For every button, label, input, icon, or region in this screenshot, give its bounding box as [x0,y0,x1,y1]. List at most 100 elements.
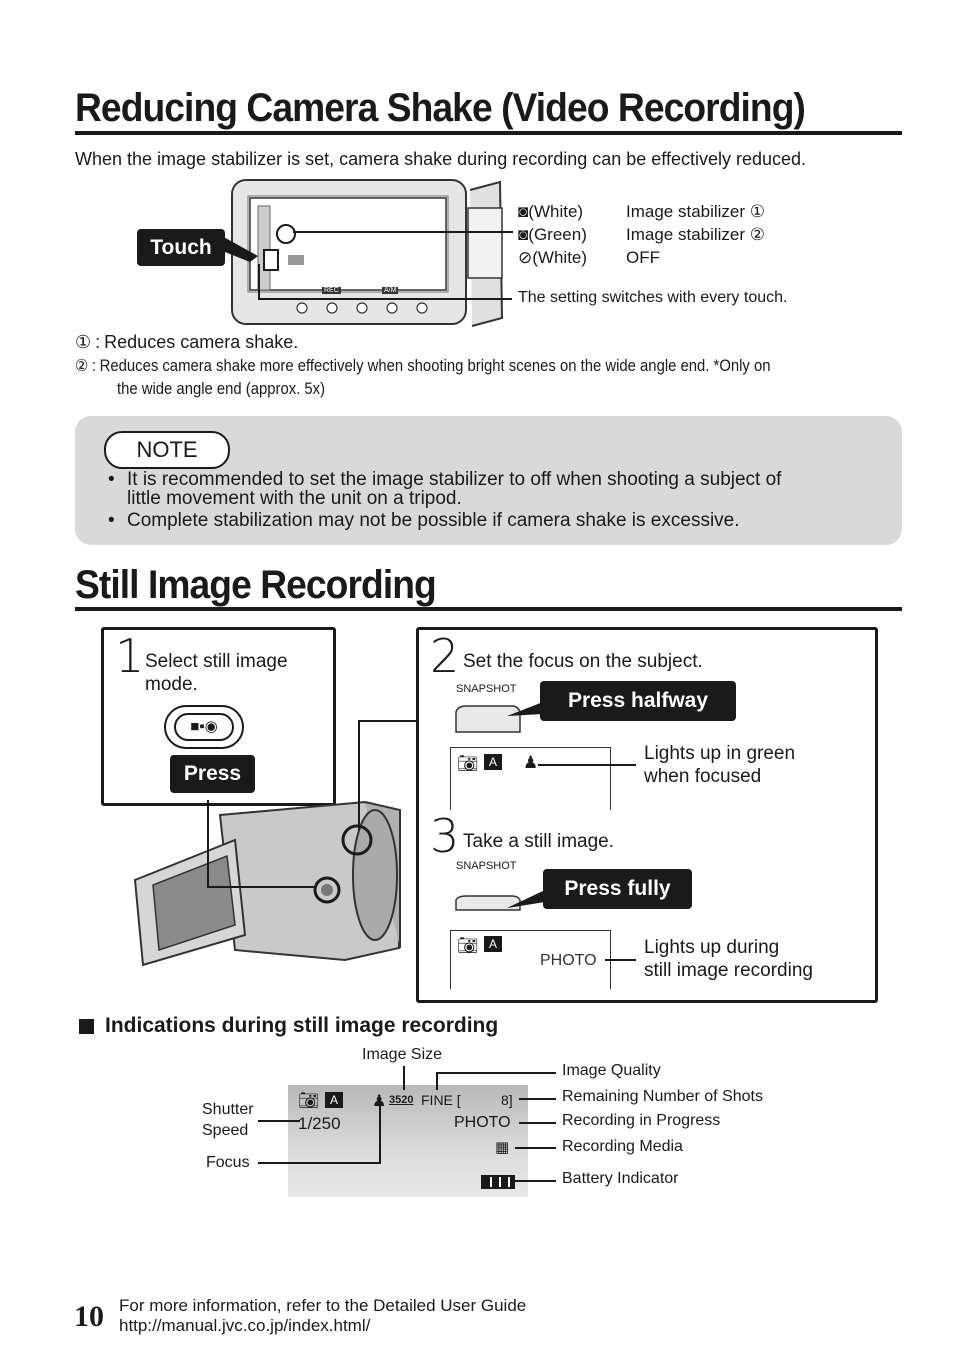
callout-line-step1 [207,800,209,888]
stabilizer-modes: ◙(White) Image stabilizer ① ◙(Green) Ima… [518,200,765,269]
callout-line-stabilizer [293,231,513,233]
callout-line-photo [605,959,636,961]
focus-icon: ♟ [523,753,539,772]
video-photo-mode-icon: ■▪◉ [174,713,234,741]
camera-icon: 📷︎ [457,936,479,955]
note-item: •It is recommended to set the image stab… [108,469,782,490]
step-1-text: Select still image [145,651,288,672]
switch-note: The setting switches with every touch. [518,289,788,306]
photo-lcd: 📷︎ A PHOTO [450,930,611,989]
section-title-still-image: Still Image Recording [75,563,437,607]
footnote-2-cont: the wide angle end (approx. 5x) [117,380,326,398]
callout-line-step2-v [358,720,360,830]
mode-desc: Image stabilizer ② [626,225,766,244]
note-text: Complete stabilization may not be possib… [127,510,740,531]
touch-arrow [220,235,258,262]
intro-text: When the image stabilizer is set, camera… [75,149,807,169]
step-2-text: Set the focus on the subject. [463,651,703,672]
mode-color: (White) [528,202,584,221]
snapshot-label: SNAPSHOT [456,683,517,695]
touch-label: Touch [137,229,225,266]
title-rule [75,607,902,611]
fully-arrow [507,890,545,908]
recording-media-icon: ▦ [495,1139,510,1156]
label-recording-in-progress: Recording in Progress [562,1112,721,1129]
callout-line-step2 [358,720,418,722]
mode-row: ⊘(White) OFF [518,246,765,269]
mode-button-outline: ■▪◉ [164,705,244,749]
footnote-text: Reduces camera shake more effectively wh… [99,357,771,375]
label-battery: Battery Indicator [562,1170,679,1187]
callout-line-switch [258,298,512,300]
lights-green-text-2: when focused [644,766,762,787]
label-recording-media: Recording Media [562,1138,683,1155]
press-label: Press [170,755,255,793]
mode-desc: OFF [626,248,660,267]
focus-icon: ♟ [372,1093,387,1110]
step-3-number: 3 [430,809,460,863]
lights-during-text-2: still image recording [644,960,813,981]
indications-lcd: 📷︎ A ♟ 3520 FINE [ 8] 1/250 PHOTO ▦ [288,1085,528,1197]
callout-line-touch [258,264,260,300]
step-1-text-2: mode. [145,674,198,695]
step-2-number: 2 [430,629,460,683]
battery-icon [481,1175,515,1189]
label-shutter: Shutter [202,1101,254,1118]
step-3-text: Take a still image. [463,831,615,852]
image-size-value: 3520 [389,1094,414,1106]
camera-icon: 📷︎ [298,1091,320,1110]
stabilizer-off-icon: ⊘ [518,248,533,267]
snapshot-label: SNAPSHOT [456,860,517,872]
note-item: •Complete stabilization may not be possi… [108,510,740,531]
auto-mode-icon: A [484,936,502,952]
note-label: NOTE [104,431,230,469]
page-number: 10 [74,1300,104,1333]
label-speed: Speed [202,1122,249,1139]
label-image-quality: Image Quality [562,1062,661,1079]
footer-url[interactable]: http://manual.jvc.co.jp/index.html/ [119,1316,371,1335]
photo-indicator: PHOTO [454,1114,511,1131]
heading-square-icon [79,1019,94,1034]
shutter-speed-value: 1/250 [298,1114,341,1133]
step-1-number: 1 [115,629,145,683]
note-text: It is recommended to set the image stabi… [127,469,782,490]
lcd-panel-illustration [231,179,504,327]
press-fully-label: Press fully [543,869,692,909]
note-item-cont: little movement with the unit on a tripo… [127,488,462,509]
footnote-num: ① [75,332,92,352]
callout-line-focus [538,764,636,766]
camcorder-illustration [133,800,401,967]
lights-green-text: Lights up in green [644,743,796,764]
stabilizer-white-icon: ◙ [518,202,529,221]
mode-color: (White) [532,248,588,267]
image-quality-value: FINE [ [421,1092,461,1108]
photo-indicator: PHOTO [540,952,597,969]
auto-mode-icon: A [484,754,502,770]
footnote-text: Reduces camera shake. [104,332,299,352]
footnote-num: ② [75,357,89,375]
footnote-2: ②:Reduces camera shake more effectively … [75,357,771,375]
section-title-camera-shake: Reducing Camera Shake (Video Recording) [75,86,806,130]
focus-lcd: 📷︎ A ♟ [450,747,611,810]
mode-color: (Green) [528,225,587,244]
snapshot-button-full [455,895,521,911]
label-focus: Focus [206,1154,250,1171]
press-halfway-label: Press halfway [540,681,736,721]
stabilizer-green-icon: ◙ [518,225,529,244]
auto-mode-icon: A [325,1092,343,1108]
lcd-am-label: A/M [382,287,399,294]
mode-row: ◙(Green) Image stabilizer ② [518,223,765,246]
title-rule [75,131,902,135]
camera-icon: 📷︎ [457,754,479,773]
lcd-rec-label: REC [322,287,341,294]
callout-line-step1-h [207,886,315,888]
label-image-size: Image Size [362,1046,443,1063]
halfway-arrow [507,702,543,716]
indications-heading: Indications during still image recording [105,1014,499,1037]
footnote-1: ①:Reduces camera shake. [75,332,299,352]
mode-row: ◙(White) Image stabilizer ① [518,200,765,223]
footer-info: For more information, refer to the Detai… [119,1296,527,1315]
label-remaining-shots: Remaining Number of Shots [562,1088,763,1105]
mode-desc: Image stabilizer ① [626,202,766,221]
remaining-shots-value: 8] [501,1092,513,1108]
